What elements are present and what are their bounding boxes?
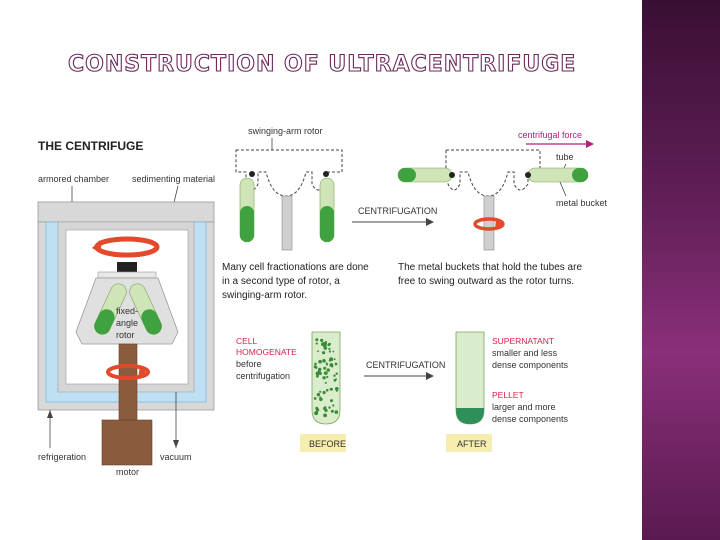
swinging-rotor-panel: swinging-arm rotor CENTRIFUGATION centri… — [222, 126, 608, 301]
particle — [335, 387, 339, 391]
caption-left-line2: in a second type of rotor, a — [222, 276, 340, 287]
particle — [319, 397, 323, 402]
particle — [326, 368, 330, 372]
particle — [320, 338, 324, 342]
particle — [319, 390, 322, 393]
particle — [317, 350, 319, 353]
particle — [323, 406, 327, 411]
particle — [329, 363, 334, 367]
particle — [318, 367, 322, 372]
particle — [322, 376, 326, 380]
cell-label-line3: before — [236, 359, 262, 369]
after-label: AFTER — [457, 439, 487, 449]
particle — [313, 397, 317, 400]
swinging-process-label: CENTRIFUGATION — [358, 206, 437, 216]
particle — [315, 338, 319, 342]
homogenate-particles — [313, 338, 339, 418]
fractionation-process-label: CENTRIFUGATION — [366, 360, 445, 370]
after-badge — [446, 434, 492, 452]
centrifuge-panel: THE CENTRIFUGE armored chamber sedimenti… — [37, 139, 215, 477]
particle — [333, 358, 336, 361]
particle — [334, 410, 339, 414]
particle — [322, 351, 326, 355]
particle — [332, 404, 335, 407]
particle — [329, 387, 332, 391]
particle — [325, 388, 329, 392]
particle — [322, 342, 327, 346]
supernatant-desc-line2: dense components — [492, 360, 569, 370]
metal-bucket-label: metal bucket — [556, 198, 608, 208]
particle — [325, 362, 328, 365]
centrifugal-force-label: centrifugal force — [518, 130, 582, 140]
particle — [324, 381, 327, 384]
particle — [328, 350, 331, 353]
pellet — [456, 408, 484, 424]
cell-label-line4: centrifugation — [236, 371, 290, 381]
particle — [335, 389, 338, 392]
pellet-label: PELLET — [492, 390, 524, 400]
particle — [326, 375, 329, 379]
particle — [323, 371, 327, 375]
particle — [316, 374, 319, 378]
supernatant-label: SUPERNATANT — [492, 336, 554, 346]
rotor-label-line1: fixed- — [116, 306, 138, 316]
swinging-rotor-label: swinging-arm rotor — [248, 126, 323, 136]
cell-label-line2: HOMOGENATE — [236, 347, 297, 357]
fractionation-panel: CELL HOMOGENATE before centrifugation CE… — [236, 331, 569, 452]
caption-right-line2: free to swing outward as the rotor turns… — [398, 276, 574, 287]
particle — [328, 347, 331, 350]
before-badge — [300, 434, 346, 452]
tube-before — [311, 331, 341, 425]
particle — [330, 399, 333, 403]
particle — [335, 378, 337, 381]
particle — [322, 390, 326, 395]
particle — [332, 350, 335, 353]
motor-label: motor — [116, 467, 139, 477]
ultracentrifuge-diagram: THE CENTRIFUGE armored chamber sedimenti… — [37, 126, 608, 477]
pellet-desc-line1: larger and more — [492, 402, 556, 412]
chamber-lid — [37, 201, 215, 223]
vacuum-label: vacuum — [160, 452, 192, 462]
particle — [335, 372, 338, 375]
drive-shaft — [118, 343, 138, 421]
pellet-desc-line2: dense components — [492, 414, 569, 424]
particle — [333, 374, 336, 377]
particle — [314, 366, 318, 369]
decorative-sidebar — [642, 0, 720, 540]
particle — [334, 362, 338, 366]
sedimenting-material-label: sedimenting material — [132, 174, 215, 184]
tube-label: tube — [556, 152, 574, 162]
cell-label-line1: CELL — [236, 336, 258, 346]
particle — [330, 409, 334, 413]
centrifuge-heading: THE CENTRIFUGE — [38, 139, 143, 153]
particle — [316, 392, 321, 397]
rotor-label-line3: rotor — [116, 330, 135, 340]
particle — [315, 342, 318, 345]
particle — [329, 357, 334, 362]
motor — [101, 419, 153, 466]
supernatant-desc-line1: smaller and less — [492, 348, 558, 358]
particle — [323, 366, 327, 370]
rotor-label-line2: angle — [116, 318, 138, 328]
slide-title: CONSTRUCTION OF ULTRACENTRIFUGE — [67, 51, 577, 77]
particle — [323, 346, 328, 350]
particle — [318, 359, 322, 364]
particle — [327, 343, 331, 347]
refrigeration-label: refrigeration — [38, 452, 86, 462]
particle — [315, 410, 318, 414]
particle — [314, 362, 317, 366]
caption-left-line1: Many cell fractionations are done — [222, 262, 369, 273]
particle — [322, 359, 326, 363]
particle — [323, 413, 327, 418]
caption-right-line1: The metal buckets that hold the tubes ar… — [398, 262, 582, 273]
before-label: BEFORE — [309, 439, 346, 449]
particle — [316, 408, 320, 412]
particle — [328, 406, 331, 409]
armored-chamber-label: armored chamber — [38, 174, 109, 184]
caption-left-line3: swinging-arm rotor. — [222, 290, 307, 301]
